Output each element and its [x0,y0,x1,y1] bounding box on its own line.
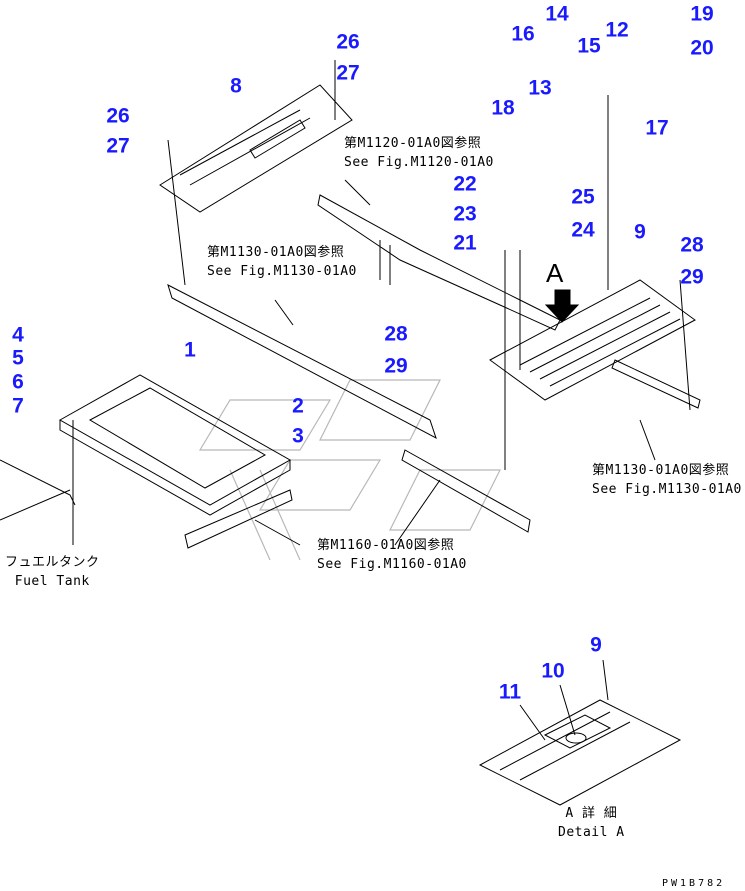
ref-jp: 第M1120-01A0図参照 [344,136,482,151]
callout-25[interactable]: 25 [571,185,595,209]
fuel-tank [0,459,76,521]
bracket-m1120 [317,194,561,331]
callout-27[interactable]: 27 [336,61,360,85]
callout-4[interactable]: 4 [12,323,24,347]
ref-jp: 第M1130-01A0図参照 [592,463,730,478]
callout-8[interactable]: 8 [230,74,242,98]
callout-18[interactable]: 18 [491,96,515,120]
label-detail-a: A 詳 細 Detail A [558,804,625,842]
label-fuel-tank: フュエルタンク Fuel Tank [5,553,100,591]
fuel-tank-en: Fuel Tank [14,574,90,589]
beam-m1130 [167,284,437,440]
fuel-tank-jp: フュエルタンク [5,555,100,570]
callout-24[interactable]: 24 [571,218,595,242]
ref-jp: 第M1130-01A0図参照 [207,245,345,260]
ref-m1130-right[interactable]: 第M1130-01A0図参照 See Fig.M1130-01A0 [592,461,742,499]
callout-17[interactable]: 17 [645,116,669,140]
rail-right [611,359,701,409]
callout-11[interactable]: 11 [498,680,522,704]
ref-en: See Fig.M1130-01A0 [207,264,357,279]
callout-15[interactable]: 15 [577,34,601,58]
ref-m1160[interactable]: 第M1160-01A0図参照 See Fig.M1160-01A0 [317,536,467,574]
callout-9[interactable]: 9 [634,220,646,244]
callout-12[interactable]: 12 [605,18,629,42]
callout-19[interactable]: 19 [690,2,714,26]
callout-9[interactable]: 9 [590,633,602,657]
callout-23[interactable]: 23 [453,202,477,226]
ref-en: See Fig.M1160-01A0 [317,557,467,572]
callout-6[interactable]: 6 [12,370,24,394]
detail-jp: A 詳 細 [565,806,618,821]
callout-28[interactable]: 28 [384,322,408,346]
callout-29[interactable]: 29 [680,265,704,289]
callout-2[interactable]: 2 [292,394,304,418]
ref-en: See Fig.M1120-01A0 [344,155,494,170]
leader-lines [72,60,691,546]
callout-27[interactable]: 27 [106,134,130,158]
detail-a-drawing [478,659,682,806]
callout-13[interactable]: 13 [528,76,552,100]
view-arrow-a [544,289,580,323]
callout-3[interactable]: 3 [292,424,304,448]
callout-1[interactable]: 1 [184,338,196,362]
callout-14[interactable]: 14 [545,2,569,26]
callout-26[interactable]: 26 [336,30,360,54]
callout-21[interactable]: 21 [453,231,477,255]
callout-29[interactable]: 29 [384,354,408,378]
callout-5[interactable]: 5 [12,346,24,370]
callout-28[interactable]: 28 [680,233,704,257]
beam-right [401,449,531,533]
bracket-m1160 [184,489,293,549]
callout-10[interactable]: 10 [541,659,565,683]
ref-jp: 第M1160-01A0図参照 [317,538,455,553]
ref-m1120[interactable]: 第M1120-01A0図参照 See Fig.M1120-01A0 [344,134,494,172]
drawing-code: PW1B782 [662,878,726,889]
callout-22[interactable]: 22 [453,172,477,196]
cover-9 [489,279,696,401]
callout-20[interactable]: 20 [690,36,714,60]
callout-26[interactable]: 26 [106,104,130,128]
ref-m1130-left[interactable]: 第M1130-01A0図参照 See Fig.M1130-01A0 [207,243,357,281]
cover-1 [58,374,292,516]
detail-en: Detail A [558,825,625,840]
callout-7[interactable]: 7 [12,394,24,418]
callout-16[interactable]: 16 [511,22,535,46]
watermark-logo [198,379,501,561]
ref-en: See Fig.M1130-01A0 [592,482,742,497]
plate-8 [159,84,353,213]
view-marker-a: A [546,258,564,288]
